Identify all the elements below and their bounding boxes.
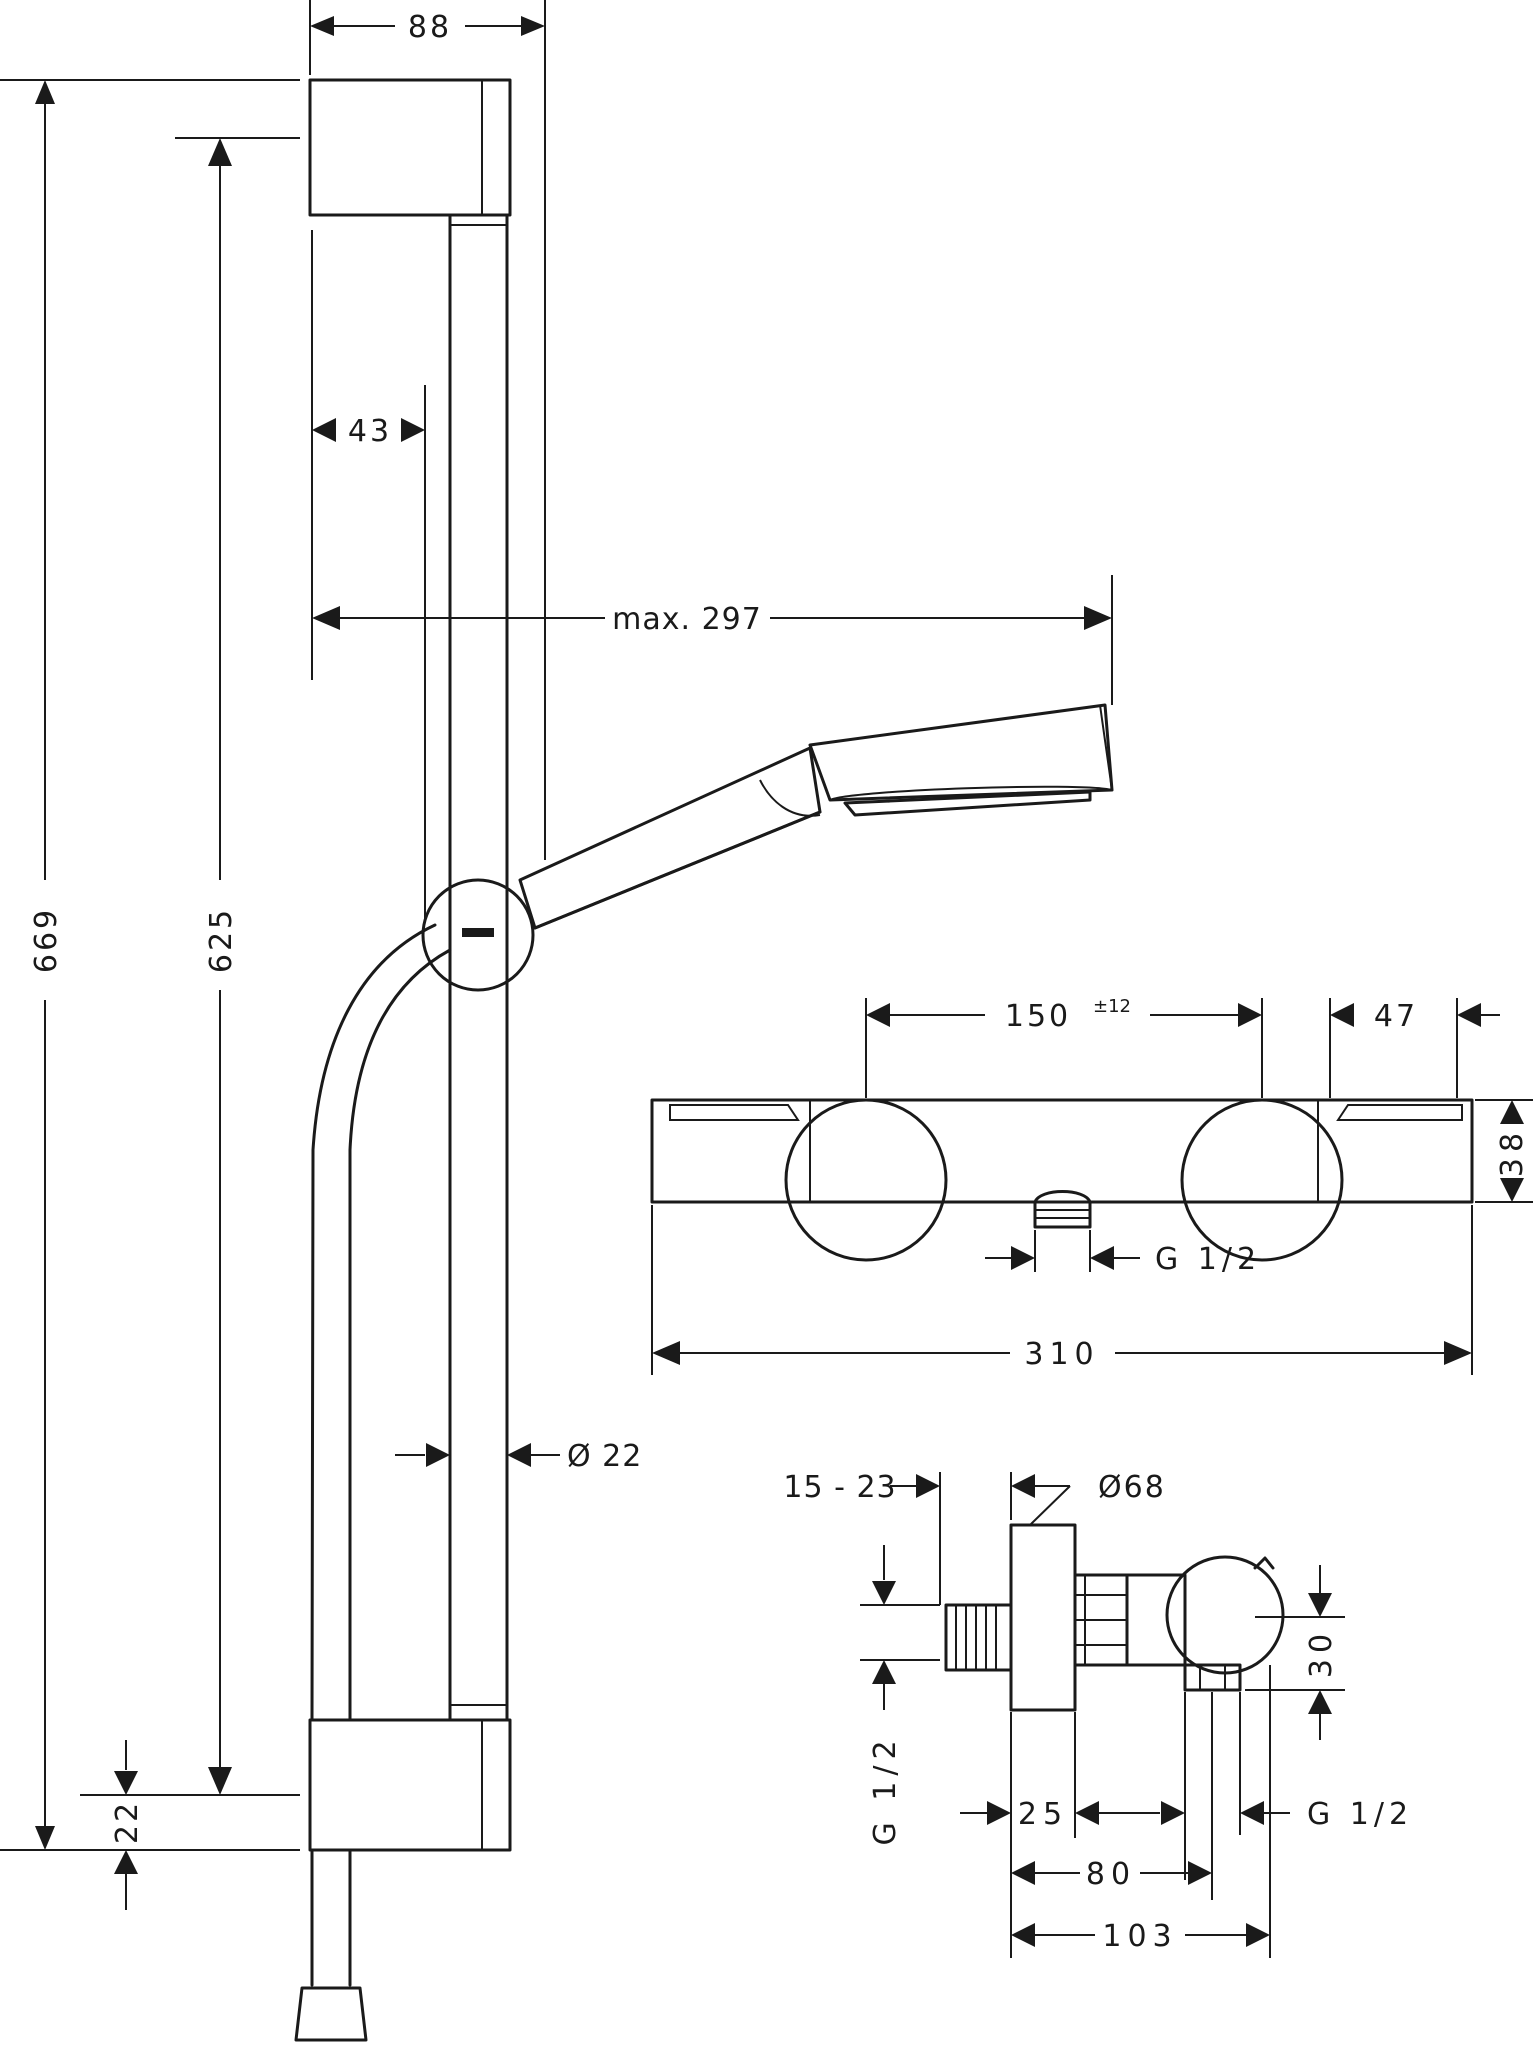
outlet-connector [1033, 1200, 1092, 1229]
thermostat-front-view: 150 ±12 47 38 G 1/2 [650, 996, 1533, 1375]
thermostat-side-view: 15 - 23 Ø68 G 1/2 30 [783, 1470, 1413, 1958]
mixer-body [650, 1098, 1474, 1204]
dim-label-669: 669 [29, 907, 64, 973]
dim-label-43: 43 [348, 414, 392, 449]
dim-label-15-23: 15 - 23 [783, 1470, 896, 1505]
dim-label-25: 25 [1018, 1797, 1068, 1832]
dim-width-310: 310 [651, 1205, 1473, 1375]
slide-rail [448, 213, 509, 1722]
dim-label-150: 150 [1005, 999, 1071, 1034]
slider-holder [421, 878, 535, 992]
brand-logo [462, 928, 494, 937]
dim-offset-43: 43 [311, 230, 426, 920]
dim-label-88: 88 [408, 10, 452, 45]
dim-depth-25: 25 [960, 1712, 1160, 1958]
shower-hose [294, 923, 452, 2042]
union-nut [1073, 1573, 1129, 1667]
dim-tolerance-12: ±12 [1093, 996, 1131, 1017]
dim-depth-80: 80 [1011, 1692, 1213, 1900]
dim-label-inlet-g12: G 1/2 [868, 1734, 903, 1845]
inlet-thread [944, 1603, 1013, 1672]
dim-label-310: 310 [1024, 1337, 1099, 1372]
dim-width-88: 88 [309, 0, 546, 860]
dim-label-outlet-g12: G 1/2 [1155, 1242, 1261, 1277]
dim-label-diameter-22: Ø 22 [567, 1439, 642, 1474]
dim-reach-297: max. 297 [312, 575, 1113, 705]
dim-label-22: 22 [110, 1800, 145, 1844]
dim-gap-22: 22 [80, 1740, 300, 1910]
dim-label-625: 625 [204, 907, 239, 973]
dim-height-669: 669 [0, 79, 300, 1851]
side-outlet [1183, 1663, 1242, 1692]
dim-height-625: 625 [175, 137, 300, 1796]
dim-depth-103: 103 [1011, 1665, 1271, 1958]
dim-eccentric-15-23: 15 - 23 [783, 1470, 941, 1661]
dim-inlet-g12: G 1/2 [868, 1545, 903, 1846]
dim-height-30: 30 [1245, 1565, 1345, 1740]
dim-label-103: 103 [1102, 1919, 1177, 1954]
dim-end-47: 47 [1329, 998, 1500, 1098]
dim-height-38: 38 [1475, 1099, 1533, 1203]
dim-label-max-297: max. 297 [612, 602, 762, 637]
dim-label-38: 38 [1495, 1127, 1530, 1177]
bottom-wall-bracket [308, 1718, 512, 1852]
dim-diameter-22: Ø 22 [395, 1439, 642, 1474]
dim-label-30: 30 [1304, 1628, 1339, 1678]
wall-rosette [1009, 1523, 1077, 1712]
top-wall-bracket [308, 78, 512, 217]
dim-label-47: 47 [1374, 999, 1418, 1034]
dim-label-diameter-68: Ø68 [1098, 1470, 1166, 1505]
hand-shower [518, 703, 1114, 930]
dim-outlet-side-g12: G 1/2 [1161, 1692, 1413, 1880]
dim-rosette-diameter: Ø68 [1010, 1470, 1166, 1526]
dim-outlet-g12: G 1/2 [985, 1230, 1261, 1277]
dim-spacing-150: 150 ±12 [865, 996, 1263, 1098]
dim-label-80: 80 [1086, 1857, 1136, 1892]
dim-label-outlet-side-g12: G 1/2 [1307, 1797, 1413, 1832]
shower-set-drawing: 88 669 625 43 [0, 0, 1114, 2042]
